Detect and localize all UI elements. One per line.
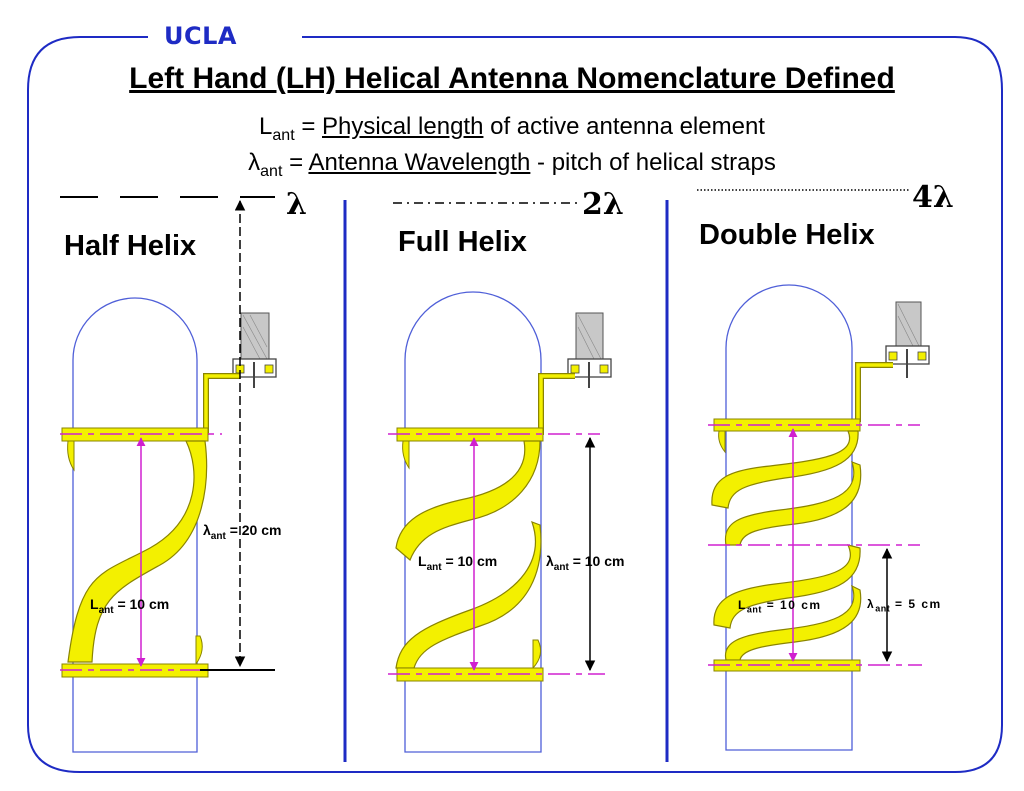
helix-strap-1 xyxy=(67,440,208,663)
length-label-full: Lant = 10 cm xyxy=(418,553,498,573)
length-label-half: Lant = 10 cm xyxy=(90,596,170,616)
definition-length: Lant = Physical length of active antenna… xyxy=(259,113,765,144)
helix-strap-2a xyxy=(395,440,541,562)
helix-strap-3a xyxy=(711,430,859,509)
wavelength-label-double: 4λ xyxy=(912,180,954,215)
slide-frame xyxy=(27,36,1003,773)
full-helix-figure xyxy=(388,291,612,753)
pitch-label-half: λant = 20 cm xyxy=(203,522,282,542)
wavelength-label-half: λ xyxy=(286,187,308,222)
feed-strap-1 xyxy=(203,373,240,435)
helix-strap-3c xyxy=(713,544,861,629)
length-label-double: Lant = 10 cm xyxy=(738,598,822,615)
radome-cylinder-2 xyxy=(404,291,542,753)
double-helix-figure xyxy=(708,284,930,751)
term-antenna-wavelength: Antenna Wavelength xyxy=(308,149,531,176)
section-title-double-helix: Double Helix xyxy=(699,219,875,251)
section-title-half-helix: Half Helix xyxy=(64,230,197,262)
brand-logo: UCLA xyxy=(164,22,237,50)
helix-strap-3b xyxy=(724,461,862,546)
pitch-label-full: λant = 10 cm xyxy=(546,553,625,573)
slide-title: Left Hand (LH) Helical Antenna Nomenclat… xyxy=(129,62,895,95)
section-title-full-helix: Full Helix xyxy=(398,226,527,258)
half-helix-figure xyxy=(60,199,277,753)
radome-cylinder-3 xyxy=(725,284,853,751)
pitch-label-double: λant = 5 cm xyxy=(867,597,942,614)
radome-cylinder-1 xyxy=(72,297,198,753)
feed-strap-3 xyxy=(855,362,893,422)
feed-strap-2 xyxy=(538,373,575,435)
definition-wavelength: λant = Antenna Wavelength - pitch of hel… xyxy=(248,149,776,180)
wavelength-label-full: 2λ xyxy=(582,187,624,222)
term-physical-length: Physical length xyxy=(322,113,484,140)
